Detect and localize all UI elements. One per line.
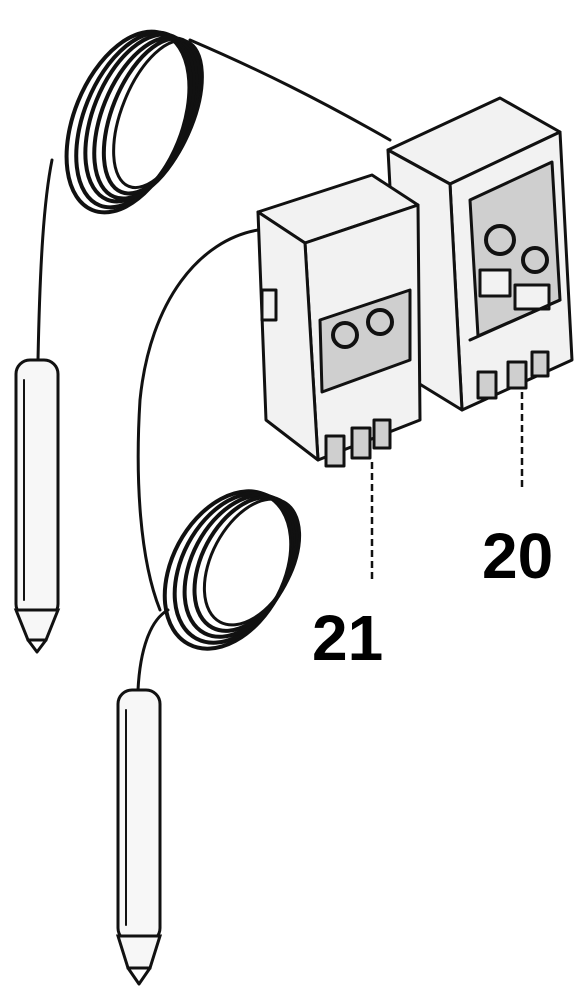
- capillary-tube-from-thermostat-21: [136, 228, 260, 612]
- sensor-bulb-lower: [115, 688, 163, 986]
- thermostat-unit-21: [256, 173, 422, 468]
- capillary-tube-to-thermostat-20: [188, 38, 392, 142]
- capillary-tube-lower-probe: [136, 608, 170, 692]
- capillary-coil-left: [64, 29, 204, 215]
- capillary-coil-lower: [162, 489, 302, 651]
- sensor-bulb-left: [13, 358, 61, 654]
- callout-label-20: 20: [482, 520, 553, 592]
- callout-label-21: 21: [312, 602, 383, 674]
- capillary-tube-left-probe: [36, 158, 54, 362]
